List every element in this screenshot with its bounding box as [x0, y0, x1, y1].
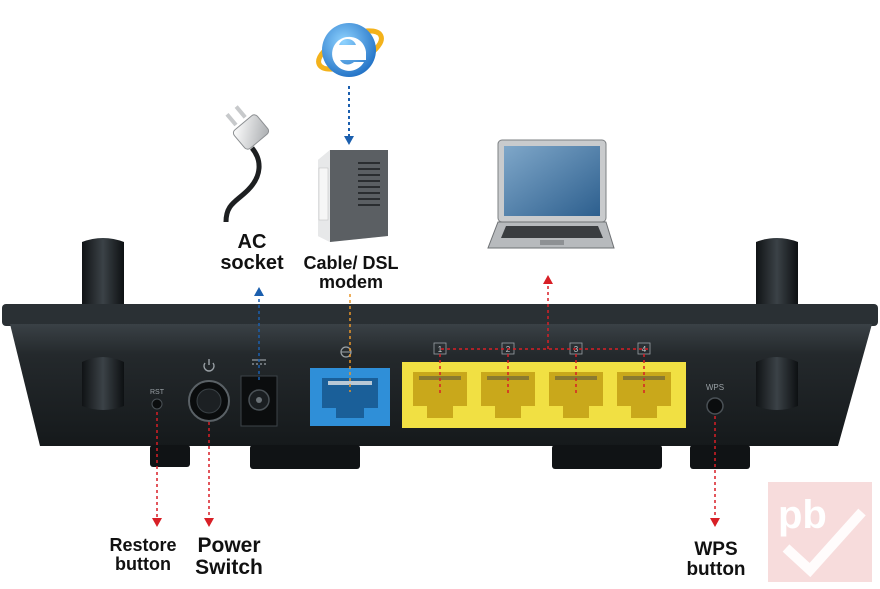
power-arrow	[204, 422, 214, 527]
modem-label-line1: Cable/ DSL	[303, 253, 399, 273]
restore-button: RST	[150, 389, 165, 410]
lan-port-number-text: 3	[574, 345, 579, 354]
wan-globe-icon	[340, 346, 352, 358]
wps-label-line1: WPS	[694, 539, 738, 560]
modem-label-line2: modem	[318, 271, 383, 292]
power-symbol-icon	[203, 359, 215, 372]
wps-button-label: WPS button	[674, 540, 758, 580]
ac-power-jack	[240, 375, 278, 427]
lan-port-number-text: 1	[438, 345, 443, 354]
lan-port-number-text: 4	[642, 345, 647, 354]
ac-socket-label-line1: AC	[237, 231, 267, 253]
modem-icon	[318, 150, 388, 242]
wan-port	[310, 368, 390, 426]
internet-explorer-icon	[316, 23, 384, 77]
power-switch	[188, 380, 230, 422]
wps-button: WPS	[706, 383, 724, 415]
wps-arrow	[710, 416, 720, 527]
ac-socket-arrow	[254, 287, 264, 380]
wps-label-line2: button	[686, 558, 746, 580]
ac-socket-label-line2: socket	[220, 252, 284, 274]
laptop-icon	[487, 139, 615, 249]
wps-mark: WPS	[706, 383, 724, 392]
restore-button-label: Restore button	[100, 536, 186, 574]
restore-label-line1: Restore	[109, 535, 177, 555]
power-plug-icon	[223, 105, 270, 223]
lan-to-laptop-arrow	[441, 275, 650, 350]
restore-arrow	[152, 412, 162, 527]
restore-mark: RST	[150, 389, 165, 396]
power-label-line2: Switch	[195, 556, 263, 580]
power-switch-label: Power Switch	[186, 534, 272, 580]
watermark-text: pb	[778, 493, 827, 537]
internet-to-modem-arrow	[344, 86, 354, 145]
modem-label: Cable/ DSL modem	[292, 254, 410, 292]
watermark-logo: pb	[768, 482, 872, 582]
power-label-line1: Power	[197, 534, 261, 557]
ac-socket-label: AC socket	[212, 232, 292, 274]
restore-label-line2: button	[115, 553, 171, 574]
